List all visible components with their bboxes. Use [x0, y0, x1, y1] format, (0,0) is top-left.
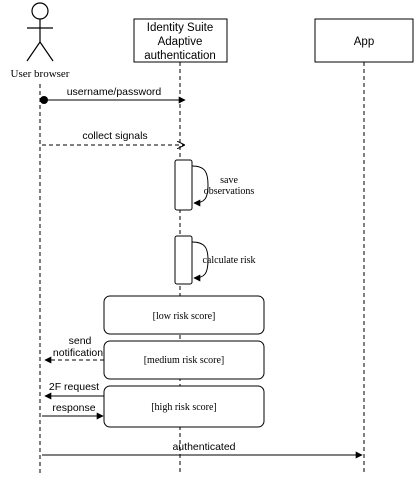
- calculate-risk-self-arrow: [191, 241, 209, 282]
- user-actor-icon: [26, 2, 54, 62]
- medium-risk-label: [medium risk score]: [144, 355, 225, 366]
- adaptive-auth-label-line2: Adaptive: [158, 36, 203, 48]
- calculate-risk-activation: [174, 235, 193, 285]
- send-notification-label-line1: send: [69, 335, 92, 347]
- app-actor-label: App: [354, 36, 374, 48]
- save-observations-label-line1: save: [220, 175, 238, 186]
- collect-signals-label: collect signals: [82, 130, 147, 142]
- send-notification-label-line2: notification: [53, 347, 103, 359]
- adaptive-auth-label-line3: authentication: [144, 50, 216, 62]
- user-actor-label: User browser: [11, 68, 70, 80]
- adaptive-auth-label-line1: Identity Suite: [147, 22, 213, 34]
- adaptive-auth-actor-box: [133, 18, 228, 63]
- response-label: response: [52, 402, 95, 414]
- username-password-label: username/password: [67, 86, 162, 98]
- save-observations-activation: [174, 159, 193, 211]
- authenticated-label: authenticated: [172, 441, 235, 453]
- save-observations-self-arrow: [191, 165, 209, 207]
- high-risk-fragment: [103, 385, 265, 428]
- calculate-risk-label: calculate risk: [202, 255, 255, 266]
- save-observations-label-line2: observations: [204, 186, 255, 197]
- app-actor-box: [314, 18, 414, 63]
- high-risk-label: [high risk score]: [151, 402, 217, 413]
- low-risk-fragment: [103, 295, 265, 335]
- twofa-request-label: 2F request: [49, 381, 99, 393]
- low-risk-label: [low risk score]: [153, 311, 216, 322]
